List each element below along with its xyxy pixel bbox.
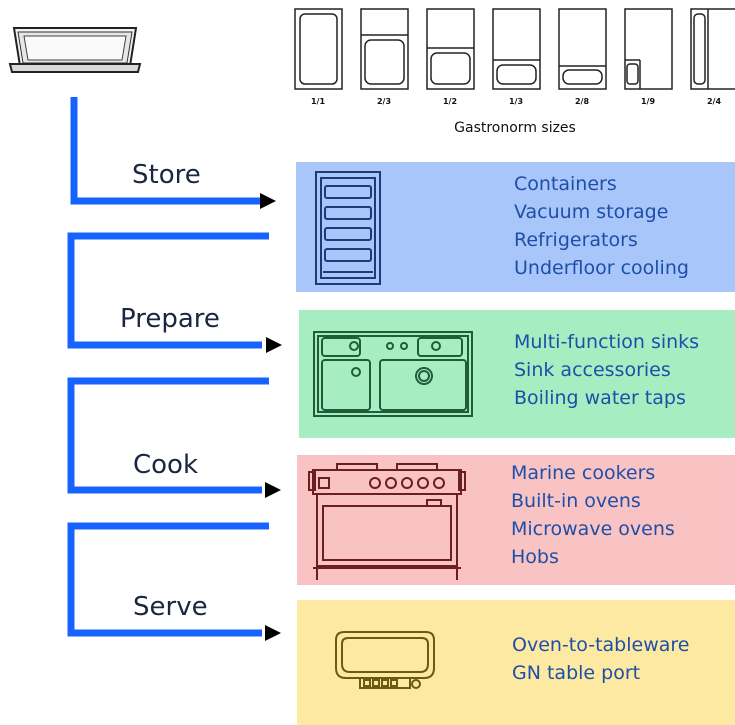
store-items: Containers Vacuum storage Refrigerators … — [514, 170, 689, 282]
gn-size-label: 1/2 — [443, 97, 457, 106]
flow-line-serve — [67, 522, 269, 637]
cooker-icon — [308, 463, 466, 580]
list-item: Built-in ovens — [511, 490, 641, 512]
gn-size-label: 2/8 — [575, 97, 589, 106]
arrow-head — [266, 337, 282, 353]
arrow-head — [260, 193, 276, 209]
panel-store — [296, 162, 735, 292]
list-item: Sink accessories — [514, 359, 671, 381]
gastronorm-sizes-diagram: 1/1 2/3 1/2 1/3 2/8 1/9 2/4 — [294, 8, 735, 106]
list-item: Hobs — [511, 546, 559, 568]
list-item: Containers — [514, 173, 617, 195]
flow-line-prepare — [67, 232, 269, 349]
gn-size-label: 1/1 — [311, 97, 325, 106]
shelving-rack-icon — [315, 171, 381, 285]
gn-size-label: 2/4 — [707, 97, 721, 106]
stage-label-serve: Serve — [133, 592, 208, 622]
flow-line-store — [70, 97, 262, 205]
flow-line-cook — [67, 377, 269, 494]
gn-size-label: 2/3 — [377, 97, 391, 106]
prepare-items: Multi-function sinks Sink accessories Bo… — [514, 328, 699, 412]
list-item: GN table port — [512, 662, 641, 684]
arrow-head — [265, 482, 281, 498]
panel-serve — [297, 600, 735, 725]
list-item: Refrigerators — [514, 229, 638, 251]
gn-size-label: 1/9 — [641, 97, 655, 106]
gastronorm-pan-icon — [8, 27, 142, 73]
list-item: Multi-function sinks — [514, 331, 700, 353]
list-item: Vacuum storage — [514, 201, 669, 223]
stage-label-store: Store — [132, 160, 201, 190]
list-item: Oven-to-tableware — [512, 634, 690, 656]
arrow-head — [265, 625, 281, 641]
list-item: Microwave ovens — [511, 518, 675, 540]
tableware-icon — [335, 631, 435, 689]
stage-label-prepare: Prepare — [120, 304, 220, 334]
list-item: Marine cookers — [511, 462, 656, 484]
stage-label-cook: Cook — [133, 450, 199, 480]
serve-items: Oven-to-tableware GN table port — [512, 631, 689, 687]
sink-icon — [313, 331, 473, 417]
list-item: Underfloor cooling — [514, 257, 689, 279]
gastronorm-caption: Gastronorm sizes — [454, 120, 576, 136]
cook-items: Marine cookers Built-in ovens Microwave … — [511, 459, 675, 571]
panel-cook — [297, 455, 735, 585]
gn-size-label: 1/3 — [509, 97, 523, 106]
list-item: Boiling water taps — [514, 387, 686, 409]
